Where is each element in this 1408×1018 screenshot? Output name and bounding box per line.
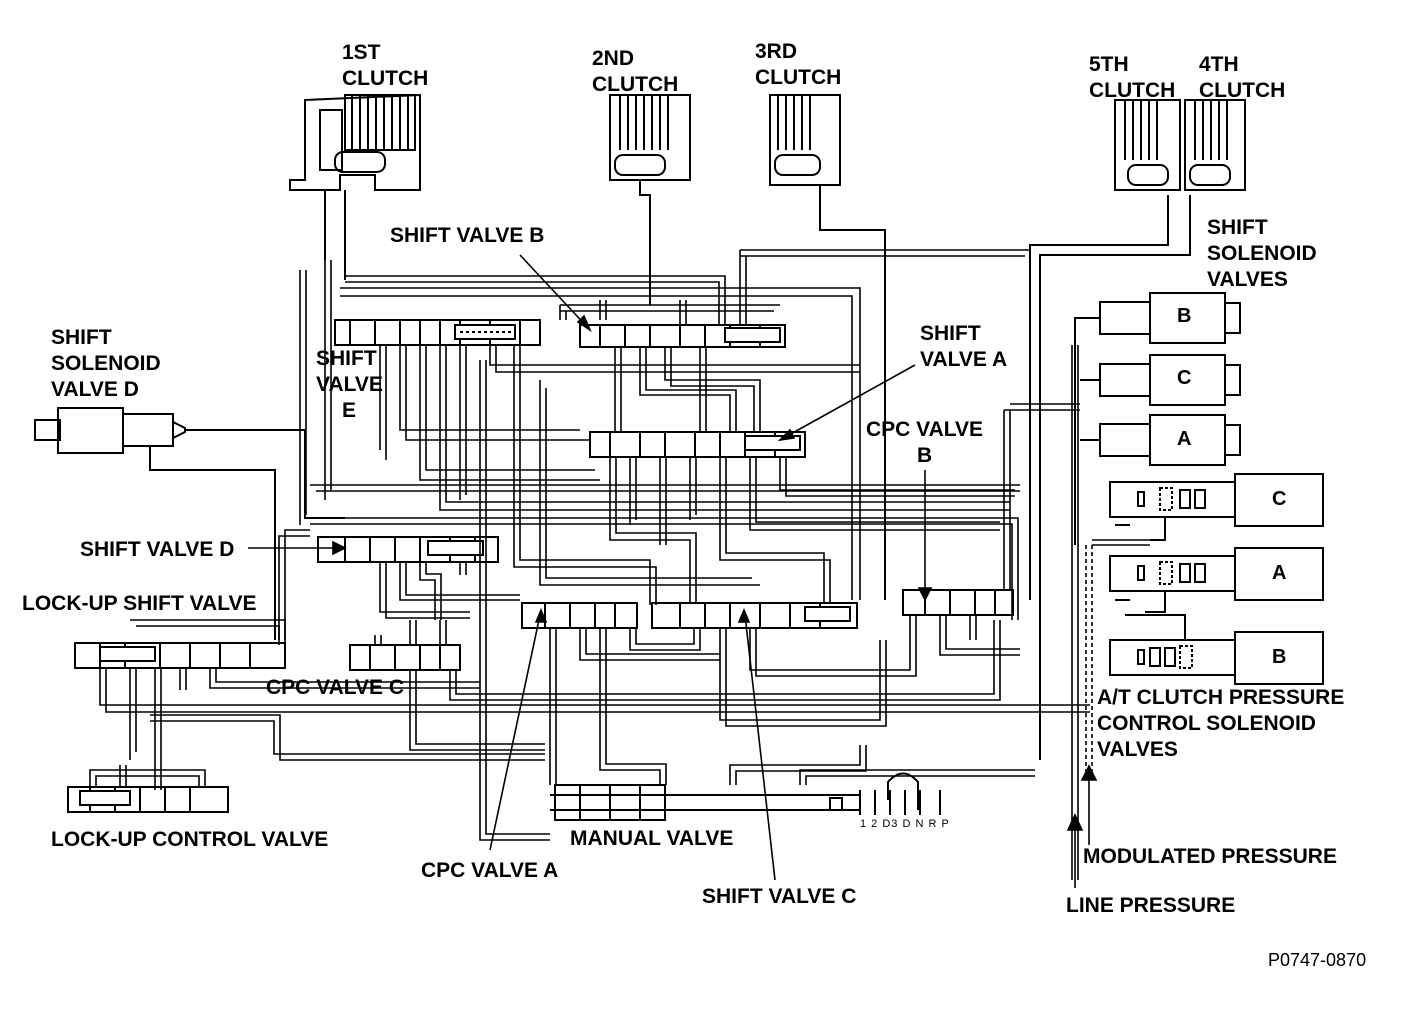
figure-code: P0747-0870 bbox=[1268, 950, 1367, 970]
line-pressure-label: LINE PRESSURE bbox=[1066, 894, 1236, 917]
shift-valve-e-label-line-2: VALVE bbox=[316, 373, 383, 396]
at-clutch-label-line-1: A/T CLUTCH PRESSURE bbox=[1097, 686, 1345, 709]
shift-solenoid-valves-label-line-3: VALVES bbox=[1207, 268, 1288, 291]
selector-position-marks: 1 2 D3 D N R P bbox=[860, 818, 950, 830]
clutch-solenoid-b-letter: B bbox=[1272, 646, 1287, 668]
shift-valve-e-label-line-3: E bbox=[342, 399, 357, 422]
cpc-valve-b-label: CPC VALVE B bbox=[866, 417, 983, 469]
at-clutch-pressure-solenoids-label: A/T CLUTCH PRESSURE CONTROL SOLENOID VAL… bbox=[1097, 685, 1344, 763]
fifth-fourth-clutch-drawing bbox=[1029, 99, 1246, 760]
shift-solenoid-b-letter: B bbox=[1177, 305, 1192, 327]
shift-valve-c-label: SHIFT VALVE C bbox=[702, 885, 857, 908]
shift-valve-d-label: SHIFT VALVE D bbox=[80, 538, 235, 561]
shift-valve-e-label: SHIFT VALVE E bbox=[316, 346, 383, 424]
cpc-valve-b-label-line-2: B bbox=[916, 444, 933, 467]
clutch-pressure-solenoid-c-drawing bbox=[1109, 473, 1324, 541]
lockup-shift-valve-label: LOCK-UP SHIFT VALVE bbox=[22, 592, 257, 615]
shift-solenoid-c-drawing bbox=[1080, 354, 1241, 406]
shift-solenoid-d-label-line-2: SOLENOID bbox=[51, 352, 161, 375]
third-clutch-drawing bbox=[769, 94, 886, 600]
at-clutch-label-line-2: CONTROL SOLENOID bbox=[1097, 712, 1316, 735]
shift-valve-b-body bbox=[579, 324, 786, 348]
shift-solenoid-valves-label-line-1: SHIFT bbox=[1207, 216, 1268, 239]
shift-solenoid-b-drawing bbox=[1074, 292, 1241, 545]
fifth-clutch-label: 5TH CLUTCH bbox=[1089, 52, 1175, 104]
shift-valve-a-label: SHIFT VALVE A bbox=[920, 321, 1007, 373]
shift-solenoid-d-label-line-1: SHIFT bbox=[51, 326, 112, 349]
shift-solenoid-d-label-line-3: VALVE D bbox=[51, 378, 139, 401]
first-clutch-label-line-2: CLUTCH bbox=[342, 67, 429, 90]
cpc-valve-b-body bbox=[902, 589, 1014, 616]
shift-solenoid-valves-label: SHIFT SOLENOID VALVES bbox=[1207, 215, 1317, 293]
at-clutch-label-line-3: VALVES bbox=[1097, 738, 1178, 761]
second-clutch-label-line-2: CLUTCH bbox=[592, 73, 679, 96]
cpc-valve-c-label: CPC VALVE C bbox=[266, 676, 405, 699]
pointer-lines bbox=[248, 254, 1098, 888]
fluid-passages bbox=[89, 249, 1150, 880]
shift-solenoid-valves-label-line-2: SOLENOID bbox=[1207, 242, 1317, 265]
fourth-clutch-label: 4TH CLUTCH bbox=[1199, 52, 1285, 104]
clutch-pressure-solenoid-a-drawing bbox=[1109, 547, 1324, 613]
first-clutch-label-line-1: 1ST bbox=[342, 41, 381, 64]
modulated-pressure-label: MODULATED PRESSURE bbox=[1083, 845, 1337, 868]
first-clutch-drawing bbox=[289, 93, 421, 280]
shift-solenoid-d-drawing bbox=[34, 407, 345, 640]
clutch-solenoid-c-letter: C bbox=[1272, 488, 1287, 510]
cpc-valve-c-body bbox=[349, 644, 461, 671]
fifth-clutch-label-line-2: CLUTCH bbox=[1089, 79, 1176, 102]
manual-valve-body bbox=[550, 772, 941, 821]
shift-solenoid-d-label: SHIFT SOLENOID VALVE D bbox=[51, 325, 161, 403]
fourth-clutch-label-line-2: CLUTCH bbox=[1199, 79, 1286, 102]
lockup-shift-valve-body bbox=[74, 642, 286, 669]
first-clutch-label: 1ST CLUTCH bbox=[342, 40, 428, 92]
shift-valve-d-body bbox=[317, 536, 499, 563]
shift-solenoid-a-drawing bbox=[1080, 414, 1241, 466]
lockup-control-valve-label: LOCK-UP CONTROL VALVE bbox=[51, 828, 329, 851]
shift-valve-e-label-line-1: SHIFT bbox=[316, 347, 377, 370]
lockup-control-valve-body bbox=[67, 786, 229, 813]
clutch-pressure-solenoid-b-drawing bbox=[1109, 614, 1324, 685]
shift-valve-a-label-line-1: SHIFT bbox=[920, 322, 981, 345]
manual-valve-label: MANUAL VALVE bbox=[570, 827, 734, 850]
second-clutch-label-line-1: 2ND bbox=[592, 47, 635, 70]
cpc-valve-b-label-line-1: CPC VALVE bbox=[866, 418, 984, 441]
clutch-solenoid-a-letter: A bbox=[1272, 562, 1287, 584]
third-clutch-label: 3RD CLUTCH bbox=[755, 39, 841, 91]
fifth-clutch-label-line-1: 5TH bbox=[1089, 53, 1129, 76]
cpc-valve-a-label: CPC VALVE A bbox=[421, 859, 559, 882]
shift-solenoid-a-letter: A bbox=[1177, 428, 1192, 450]
shift-valve-a-label-line-2: VALVE A bbox=[920, 348, 1008, 371]
shift-valve-e-body bbox=[334, 319, 541, 346]
shift-valve-c-body bbox=[651, 602, 858, 629]
third-clutch-label-line-1: 3RD bbox=[755, 40, 798, 63]
shift-valve-b-label: SHIFT VALVE B bbox=[390, 224, 545, 247]
second-clutch-label: 2ND CLUTCH bbox=[592, 46, 678, 98]
shift-valve-a-body bbox=[589, 431, 806, 458]
shift-solenoid-c-letter: C bbox=[1177, 367, 1192, 389]
third-clutch-label-line-2: CLUTCH bbox=[755, 66, 842, 89]
fourth-clutch-label-line-1: 4TH bbox=[1199, 53, 1239, 76]
second-clutch-drawing bbox=[609, 94, 691, 305]
